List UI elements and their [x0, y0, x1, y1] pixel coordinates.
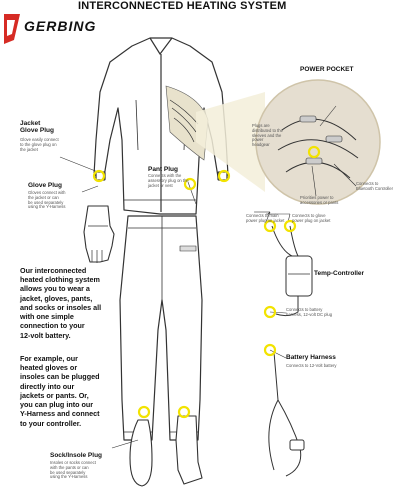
gerbing-logo-icon [4, 14, 20, 44]
brand-name: GERBING [24, 18, 96, 34]
socks-illustration [130, 416, 202, 486]
diagram-title: INTERCONNECTED HEATING SYSTEM [78, 0, 287, 13]
battery-harness-desc: Connects to 12-Volt battery [286, 364, 337, 369]
pants-illustration [120, 216, 202, 440]
battery-harness-title: Battery Harness [286, 354, 336, 361]
power-pocket-title: POWER POCKET [300, 66, 353, 73]
power-pocket-inset [196, 80, 380, 204]
battery-harness-illustration [269, 352, 304, 476]
temp-controller-illustration [272, 226, 312, 316]
glove-plug-title: Glove Plug [28, 182, 62, 189]
temp-controller-title: Temp-Controller [314, 270, 364, 277]
sock-plug-title: Sock/Insole Plug [50, 452, 102, 459]
glove-illustration [84, 206, 114, 263]
